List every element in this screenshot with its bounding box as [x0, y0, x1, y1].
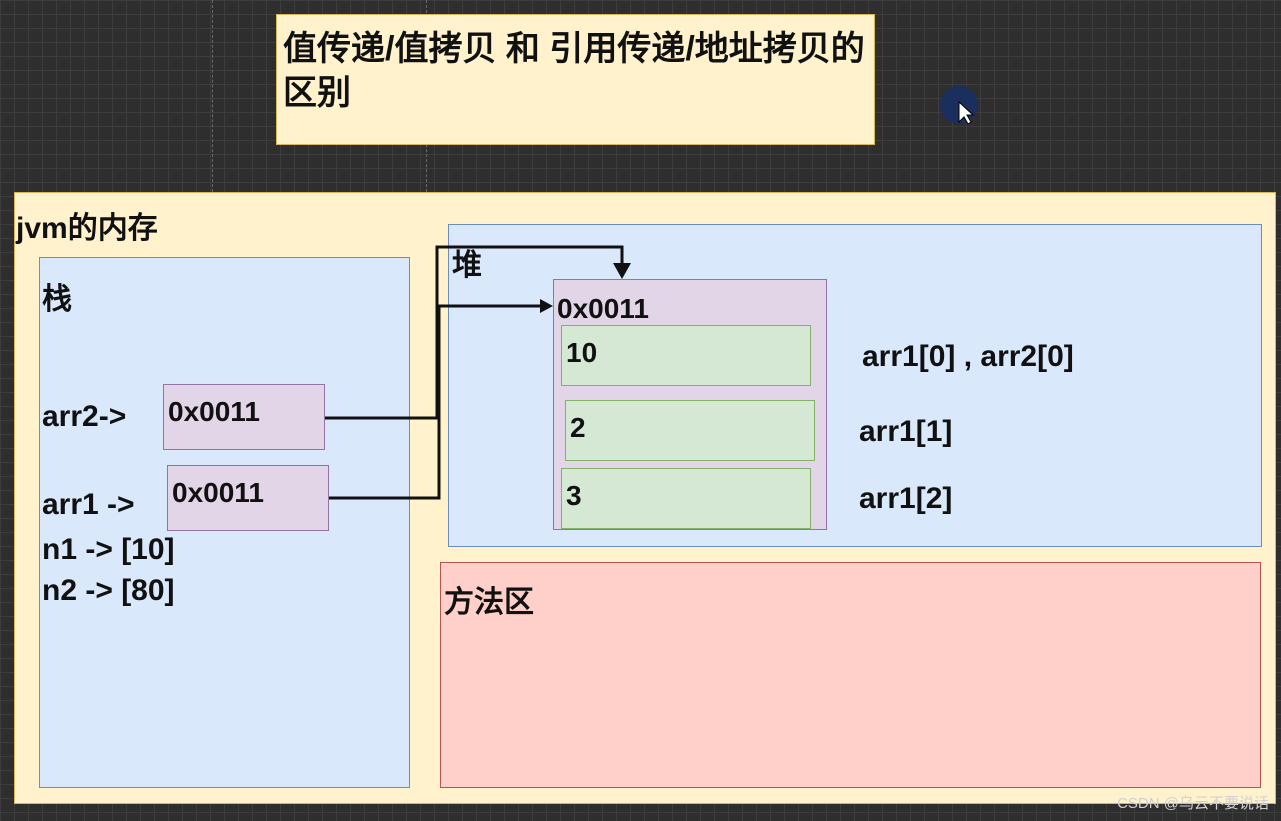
- array-cell-value: 3: [566, 480, 582, 511]
- stack-label: 栈: [42, 283, 72, 316]
- watermark: CSDN @乌云不要说话: [1117, 795, 1269, 812]
- n1-label: n1 -> [10]: [42, 533, 175, 566]
- cell-ref-label: arr1[1]: [859, 415, 953, 448]
- array-cell[interactable]: 10: [561, 325, 811, 386]
- array-cell[interactable]: 3: [561, 468, 811, 529]
- cell-ref-label: arr1[0] , arr2[0]: [862, 340, 1074, 373]
- arrow-head: [613, 263, 631, 279]
- method-area[interactable]: [440, 562, 1261, 788]
- mouse-cursor-icon: [940, 86, 978, 125]
- array-cell-value: 2: [570, 412, 586, 443]
- arr1-pointer-value: 0x0011: [172, 477, 264, 508]
- canvas-guide-line: [212, 0, 213, 192]
- array-cell[interactable]: 2: [565, 400, 815, 461]
- title-text: 值传递/值拷贝 和 引用传递/地址拷贝的 区别: [283, 30, 865, 112]
- arr2-pointer-box[interactable]: 0x0011: [163, 384, 325, 450]
- arr2-label: arr2->: [42, 400, 127, 433]
- arr2-pointer-value: 0x0011: [168, 396, 260, 427]
- jvm-memory-label: jvm的内存: [16, 212, 158, 245]
- array-address: 0x0011: [557, 293, 649, 324]
- method-area-label: 方法区: [444, 586, 534, 619]
- array-cell-value: 10: [566, 337, 598, 368]
- arr1-label: arr1 ->: [42, 488, 135, 521]
- n2-label: n2 -> [80]: [42, 574, 175, 607]
- arr1-reference-arrow: [329, 304, 548, 500]
- title-note[interactable]: 值传递/值拷贝 和 引用传递/地址拷贝的 区别: [276, 14, 875, 145]
- cell-ref-label: arr1[2]: [859, 482, 953, 515]
- arr1-pointer-box[interactable]: 0x0011: [167, 465, 329, 531]
- arr2-reference-arrow: [325, 245, 624, 420]
- arrow-head: [540, 299, 553, 313]
- heap-label: 堆: [452, 249, 482, 282]
